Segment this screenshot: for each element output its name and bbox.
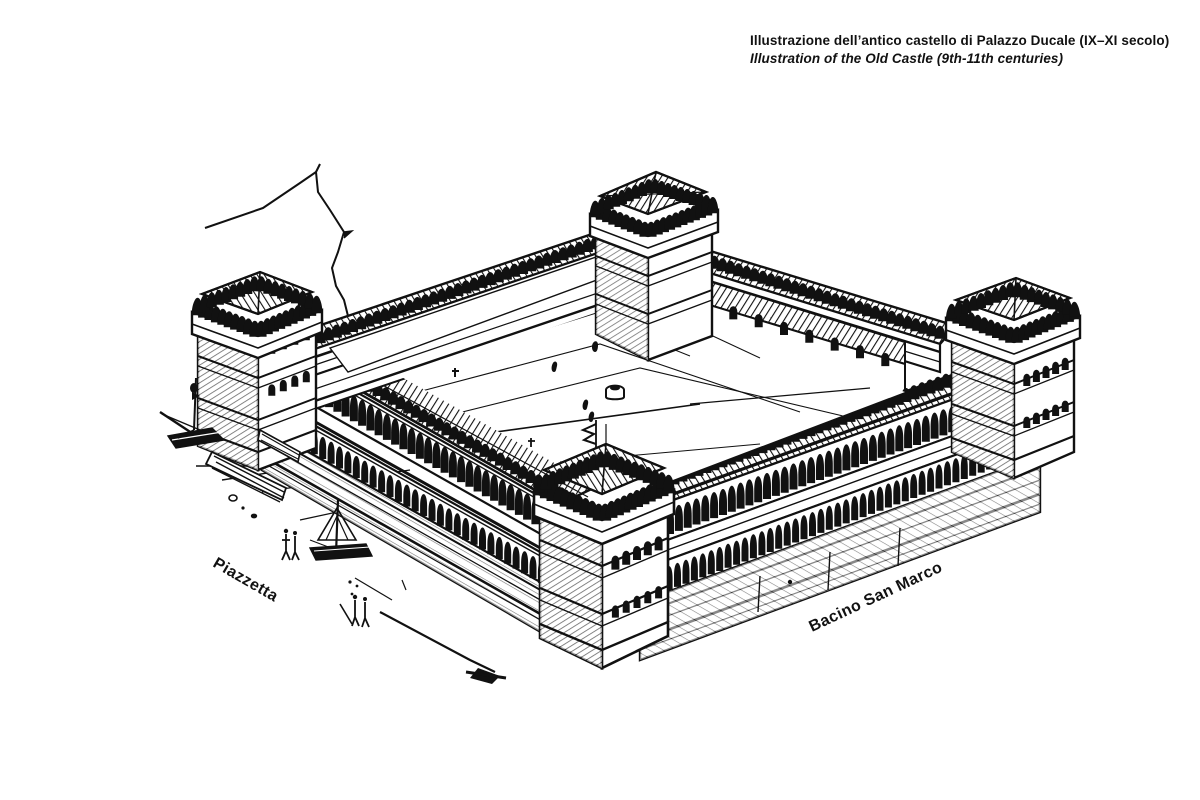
piazzetta-figures bbox=[281, 528, 370, 628]
tower-north bbox=[588, 170, 720, 362]
caption-english: Illustration of the Old Castle (9th-11th… bbox=[750, 51, 1064, 67]
courtyard bbox=[398, 300, 905, 500]
quay-steps bbox=[204, 428, 301, 503]
caption-block: Illustrazione dell’antico castello di Pa… bbox=[750, 32, 1180, 68]
gondola-south bbox=[308, 499, 374, 561]
tower-west bbox=[190, 270, 324, 472]
tower-east bbox=[944, 276, 1082, 480]
wellhead bbox=[605, 384, 625, 401]
caption-italian: Illustrazione dell’antico castello di Pa… bbox=[750, 33, 1170, 48]
label-piazzetta: Piazzetta bbox=[210, 555, 281, 606]
wall-northwest bbox=[285, 220, 651, 414]
label-piazzetta-text: Piazzetta bbox=[210, 555, 281, 606]
gondola-west bbox=[161, 377, 226, 449]
courtyard-figures bbox=[452, 341, 598, 447]
tower-south bbox=[532, 424, 676, 671]
